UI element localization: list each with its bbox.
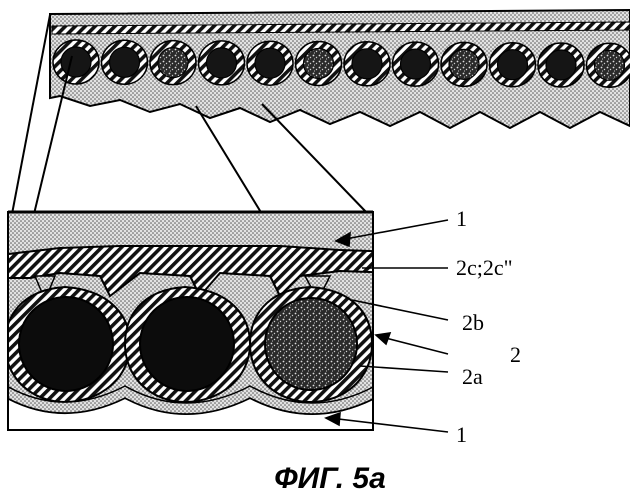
label-bottom-layer: 1: [456, 422, 467, 447]
strip-cell: [344, 42, 390, 86]
label-middle-layer: 2b: [462, 310, 484, 335]
label-assembly: 2: [510, 342, 521, 367]
overview-strip: [50, 10, 630, 128]
strip-cell: [296, 42, 342, 86]
label-top-layer: 1: [456, 206, 467, 231]
strip-cell: [441, 42, 487, 86]
strip-cell: [538, 43, 584, 87]
strip-cell: [199, 41, 245, 85]
label-coating-layer: 2c;2c": [456, 255, 513, 280]
strip-cell: [393, 42, 439, 86]
label-core: 2a: [462, 364, 483, 389]
strip-cell: [102, 40, 148, 84]
strip-cell: [490, 43, 536, 87]
strip-cell: [587, 43, 630, 87]
strip-cell: [150, 41, 196, 85]
strip-cell: [247, 41, 293, 85]
strip-cell: [53, 40, 99, 84]
figure-caption: ФИГ. 5а: [274, 462, 386, 495]
